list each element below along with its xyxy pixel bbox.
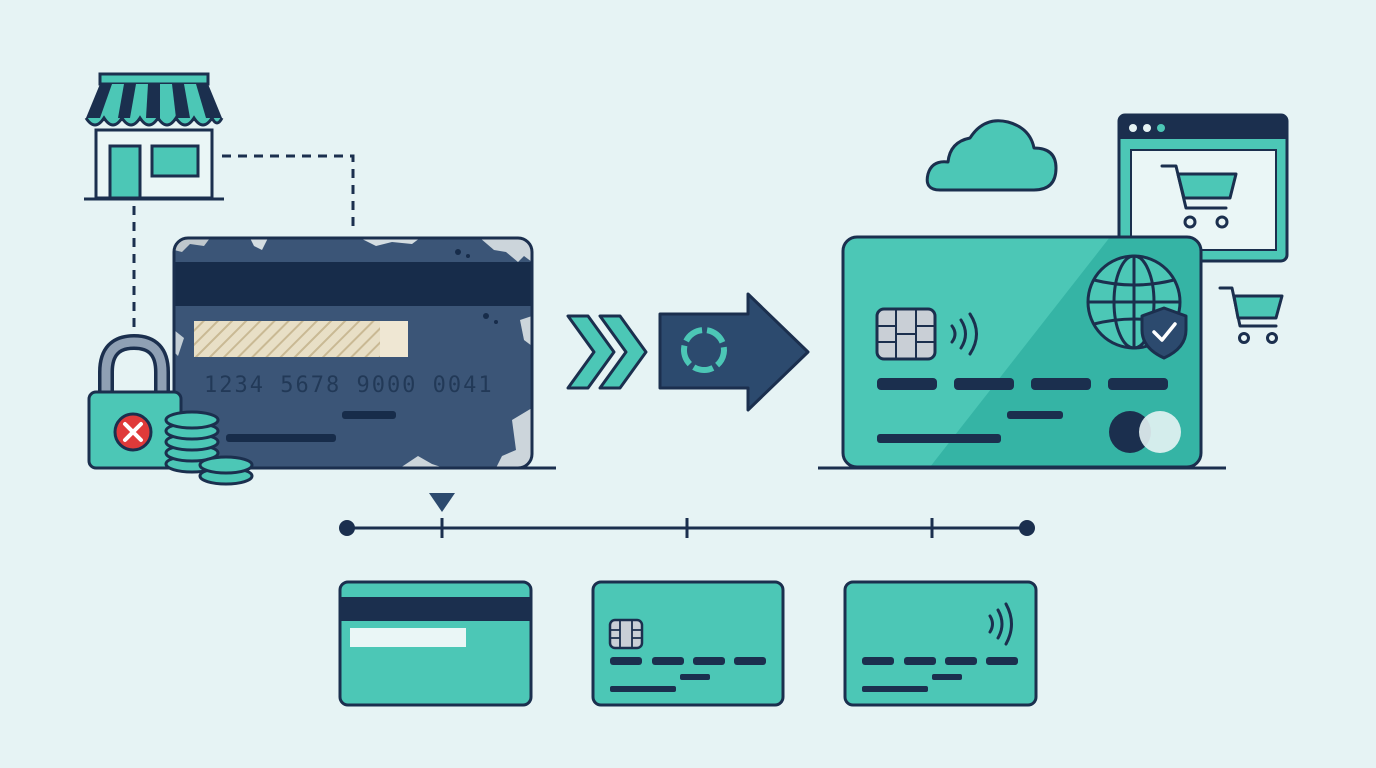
stage-card-chip <box>591 580 785 707</box>
modern-chip-card <box>818 235 1226 470</box>
emv-chip-icon <box>608 618 644 650</box>
dashed-connector <box>132 154 355 330</box>
shield-check-icon <box>1140 306 1188 360</box>
timeline-marker-icon <box>429 493 455 512</box>
cloud-icon <box>925 119 1058 192</box>
contactless-icon <box>988 602 1013 646</box>
stage-card-magstripe <box>338 580 533 707</box>
signature-strip <box>194 321 408 357</box>
arrow-icon <box>658 292 810 412</box>
shopping-cart-icon <box>1218 286 1284 344</box>
double-chevron-icon <box>566 314 648 390</box>
coins-icon <box>164 410 254 486</box>
shopping-cart-icon <box>1160 164 1238 229</box>
timeline <box>339 493 1035 538</box>
emv-chip-icon <box>875 307 937 361</box>
storefront-icon <box>84 72 224 201</box>
old-card-number: 1234 5678 9000 0041 <box>204 373 494 398</box>
stage-card-contactless <box>843 580 1038 707</box>
loading-spinner-icon <box>681 327 727 373</box>
old-magstripe-card: 1234 5678 9000 0041 <box>172 236 556 470</box>
card-brand-logo-icon <box>1109 411 1181 453</box>
contactless-icon <box>950 312 978 356</box>
error-x-icon <box>113 412 153 452</box>
